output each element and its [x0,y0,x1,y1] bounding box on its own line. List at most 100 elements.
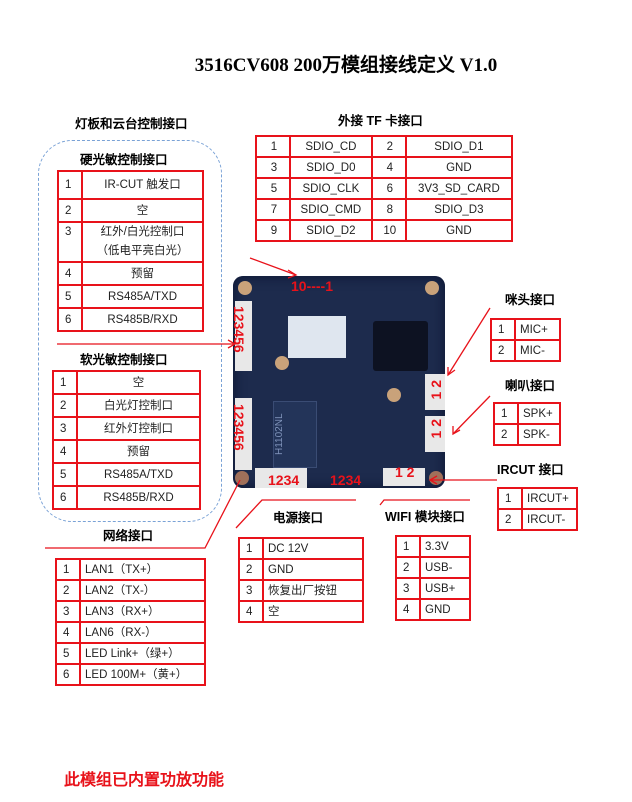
pin-function: GND [404,156,514,179]
mic-connector [425,374,445,410]
pin-function: RS485B/RXD [76,485,201,510]
pin-function: GND [262,558,364,581]
pin-number: 2 [490,339,516,362]
pin-function: DC 12V [262,537,364,560]
pin-number: 1 [57,170,83,200]
pin-function: SDIO_D3 [404,198,514,221]
spk-connector [425,416,445,452]
pin-function: LAN2（TX-） [79,579,206,602]
pin-function: SDIO_D0 [289,156,373,179]
pin-number: 2 [493,423,519,446]
pin-function: SDIO_CD [289,135,373,158]
pin-number: 1 [493,402,519,425]
pin-number: 4 [52,439,78,464]
mic-title: 咪头接口 [505,293,556,307]
hard-pin-label: 123456 [231,306,247,353]
pin-number: 5 [55,642,81,665]
power-pin-label: 1234 [268,472,300,488]
camera-board: H1102NL 10----1 123456 123456 1 2 1 2 1 … [231,276,445,488]
pin-number: 3 [255,156,291,179]
hard-photo-connector [235,301,252,371]
pin-function: IR-CUT 触发口 [81,170,204,200]
mount-hole [275,356,289,370]
pin-function: 红外灯控制口 [76,416,201,441]
power-title: 电源接口 [273,511,324,525]
power-leader [235,499,356,529]
pin-number: 4 [55,621,81,644]
pin-number: 2 [55,579,81,602]
pin-number: 6 [52,485,78,510]
pin-number: 5 [52,462,78,487]
pin-number: 6 [370,177,407,200]
arrow-head [227,339,237,349]
tf-pin-label: 10----1 [291,278,334,294]
pin-number: 3 [57,221,83,263]
pin-function: LAN3（RX+） [79,600,206,623]
pin-number: 1 [238,537,264,560]
light-group-title: 灯板和云台控制接口 [75,117,188,131]
pin-function: 空 [76,370,201,395]
pin-function: RS485B/RXD [81,307,204,332]
pin-function: IRCUT- [521,508,578,531]
pin-function: SPK+ [517,402,561,425]
pin-number: 4 [370,156,407,179]
hard-photo-title: 硬光敏控制接口 [80,153,168,167]
pin-number: 4 [395,598,421,621]
footer-note: 此模组已内置功放功能 [64,772,225,789]
pin-function: 白光灯控制口 [76,393,201,418]
pin-function: RS485A/TXD [81,284,204,309]
pin-function: LED 100M+（黄+） [79,663,206,686]
pin-function: SDIO_D1 [404,135,514,158]
pin-number: 1 [255,135,291,158]
pin-number: 7 [255,198,291,221]
pin-function: 预留 [76,439,201,464]
pin-function: USB+ [419,577,471,600]
pin-function: 3V3_SD_CARD [404,177,514,200]
pin-function: USB- [419,556,471,579]
pin-number: 1 [52,370,78,395]
pin-number: 9 [255,219,291,242]
arrow-head [452,426,461,436]
ircut-pin-label: 1 2 [395,464,415,480]
network-title: 网络接口 [103,529,154,543]
pin-number: 10 [370,219,407,242]
pin-function: 空 [81,198,204,223]
pin-function: RS485A/TXD [76,462,201,487]
soft-photo-title: 软光敏控制接口 [80,353,168,367]
network-leader [45,479,241,549]
tf-arrow [249,257,297,276]
soc-shield [288,316,346,358]
pin-function: 恢复出厂按钮 [262,579,364,602]
pin-function: SDIO_D2 [289,219,373,242]
mount-hole [238,281,252,295]
pin-number: 2 [238,558,264,581]
soft-photo-connector [235,398,252,470]
pin-number: 3 [238,579,264,602]
soft-pin-label: 123456 [231,404,247,451]
pin-number: 2 [52,393,78,418]
arrow-head [287,269,298,279]
